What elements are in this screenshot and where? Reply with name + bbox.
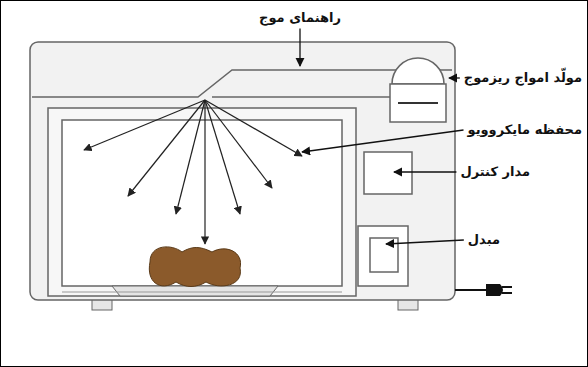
oven-body bbox=[30, 42, 455, 300]
plug-pin bbox=[502, 286, 512, 288]
microwave-cavity bbox=[62, 120, 342, 286]
leader-arrow bbox=[386, 240, 464, 244]
shelf-line bbox=[62, 292, 342, 293]
plate bbox=[112, 286, 278, 296]
wave-rays bbox=[84, 100, 302, 244]
control-circuit-box bbox=[364, 152, 412, 194]
control-circuit-label: مدار کنترل bbox=[460, 164, 530, 180]
magnetron-box bbox=[390, 84, 446, 122]
magnetron-dome bbox=[392, 58, 444, 84]
converter-label: مبدل bbox=[468, 232, 500, 248]
leader-arrow bbox=[302, 130, 464, 152]
leader-arrow bbox=[299, 29, 300, 66]
cavity-label: محفظه مایکروویو bbox=[468, 122, 583, 138]
plug-pin bbox=[502, 292, 512, 294]
plug bbox=[486, 284, 503, 296]
leader-arrow bbox=[394, 171, 456, 172]
waveguide-line bbox=[212, 96, 420, 98]
waveguide-line bbox=[32, 70, 452, 97]
potato bbox=[149, 247, 240, 287]
magnetron-slot bbox=[398, 102, 438, 104]
power-cord bbox=[455, 289, 486, 291]
magnetron-label: مولّد امواج ریزموج bbox=[464, 70, 582, 86]
waveguide-label: راهنمای موج bbox=[259, 10, 341, 26]
converter-box bbox=[358, 226, 408, 286]
oven-door bbox=[48, 108, 356, 296]
leader-arrow bbox=[449, 77, 460, 78]
